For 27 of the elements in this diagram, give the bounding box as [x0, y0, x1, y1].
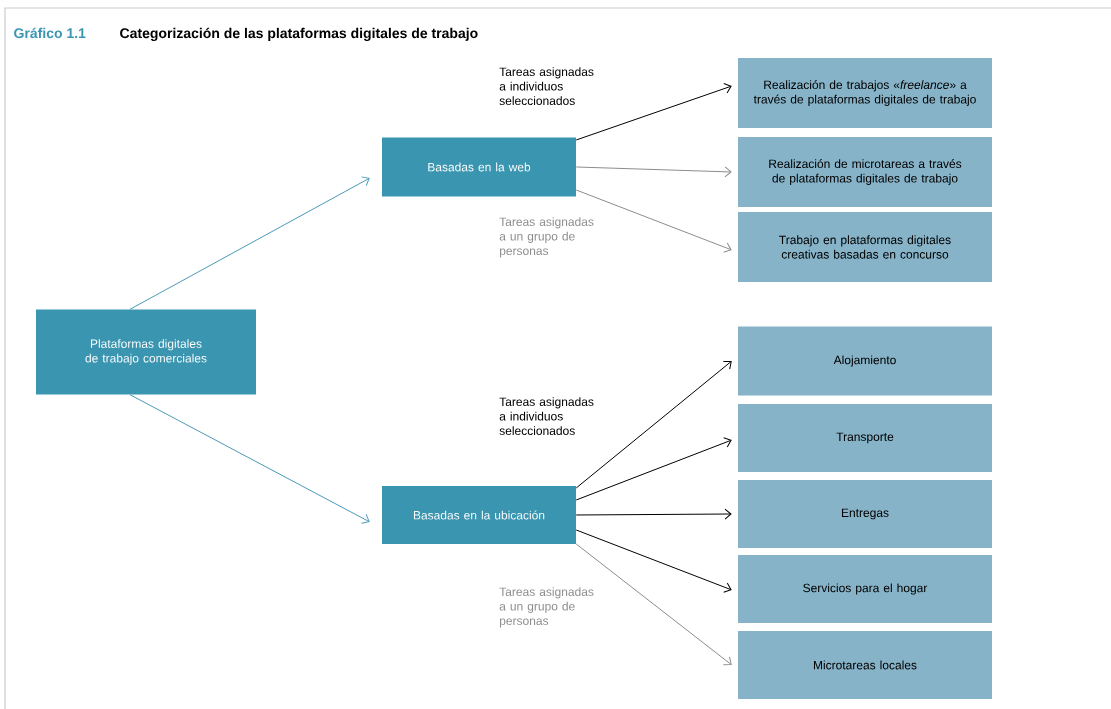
platform-box: Realización de microtareas a través de plataformas digitales de trabajo: [738, 137, 992, 207]
category-box: Basadas en la ubicación: [382, 486, 576, 544]
edge-label: Tareas asignadas a individuos seleccionados: [498, 396, 609, 436]
platform-box: Trabajo en plataformas digitales creativas basadas en concurso: [738, 212, 992, 282]
arrow: [575, 189, 732, 253]
arrow: [575, 360, 732, 489]
arrow: [575, 529, 732, 593]
platform-box: Entregas: [738, 480, 992, 548]
edge-label: Tareas asignadas a un grupo de personas: [498, 216, 609, 259]
platform-box: Realización de trabajos «freelance» a través de plataformas digitales de trabajo: [738, 58, 992, 128]
edge-label: Tareas asignadas a un grupo de personas: [498, 586, 609, 629]
arrow: [575, 543, 732, 666]
arrow: [575, 508, 732, 520]
platform-box: Alojamiento: [738, 326, 992, 396]
arrow: [129, 394, 370, 524]
edge-label: Tareas asignadas a individuos seleccionados: [498, 66, 609, 106]
figure-number: Gráfico 1.1: [14, 27, 86, 39]
arrow: [575, 437, 732, 501]
arrow: [129, 176, 370, 310]
category-box: Plataformas digitales de trabajo comerciales: [36, 309, 256, 395]
platform-box: Microtareas locales: [738, 631, 992, 699]
platform-box: Transporte: [738, 404, 992, 472]
category-box: Basadas en la web: [382, 137, 576, 197]
platform-box: Servicios para el hogar: [738, 555, 992, 623]
arrow: [575, 166, 732, 178]
title: Categorización de las plataformas digitales de trabajo: [120, 27, 478, 41]
arrow: [575, 83, 732, 141]
